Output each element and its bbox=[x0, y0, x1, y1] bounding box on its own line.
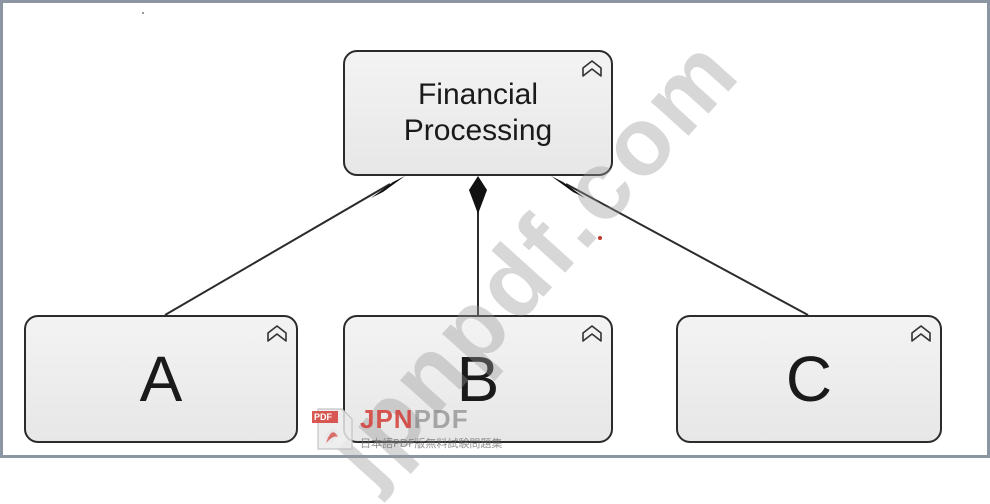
composition-diamond-c bbox=[551, 176, 585, 198]
brand-name: JPNPDF bbox=[360, 406, 502, 432]
chevron-stereotype-icon bbox=[582, 325, 602, 342]
watermark-brand: PDF JPNPDF 日本語PDF版無料試験問題集 bbox=[312, 406, 502, 451]
connectors bbox=[164, 176, 809, 316]
stray-dot bbox=[598, 236, 602, 240]
composition-diamond-b bbox=[469, 176, 487, 214]
node-c[interactable]: C bbox=[676, 315, 942, 443]
node-label: A bbox=[139, 342, 183, 415]
brand-prefix: JPN bbox=[360, 404, 414, 434]
chevron-stereotype-icon bbox=[267, 325, 287, 342]
connector-a bbox=[164, 183, 391, 316]
brand-tagline: 日本語PDF版無料試験問題集 bbox=[360, 437, 503, 450]
pdf-badge-label: PDF bbox=[314, 411, 332, 422]
node-b[interactable]: B bbox=[343, 315, 613, 443]
node-a[interactable]: A bbox=[24, 315, 298, 443]
brand-suffix: PDF bbox=[413, 404, 469, 434]
connector-c bbox=[565, 183, 809, 316]
composition-diamond-a bbox=[371, 176, 405, 198]
chevron-stereotype-icon bbox=[911, 325, 931, 342]
node-label: Financial Processing bbox=[403, 78, 553, 147]
pdf-document-icon: PDF bbox=[312, 407, 354, 451]
stray-speck bbox=[142, 12, 144, 14]
chevron-stereotype-icon bbox=[582, 60, 602, 77]
node-financial-processing[interactable]: Financial Processing bbox=[343, 50, 613, 176]
node-label: B bbox=[456, 342, 500, 415]
node-label: C bbox=[785, 342, 833, 415]
